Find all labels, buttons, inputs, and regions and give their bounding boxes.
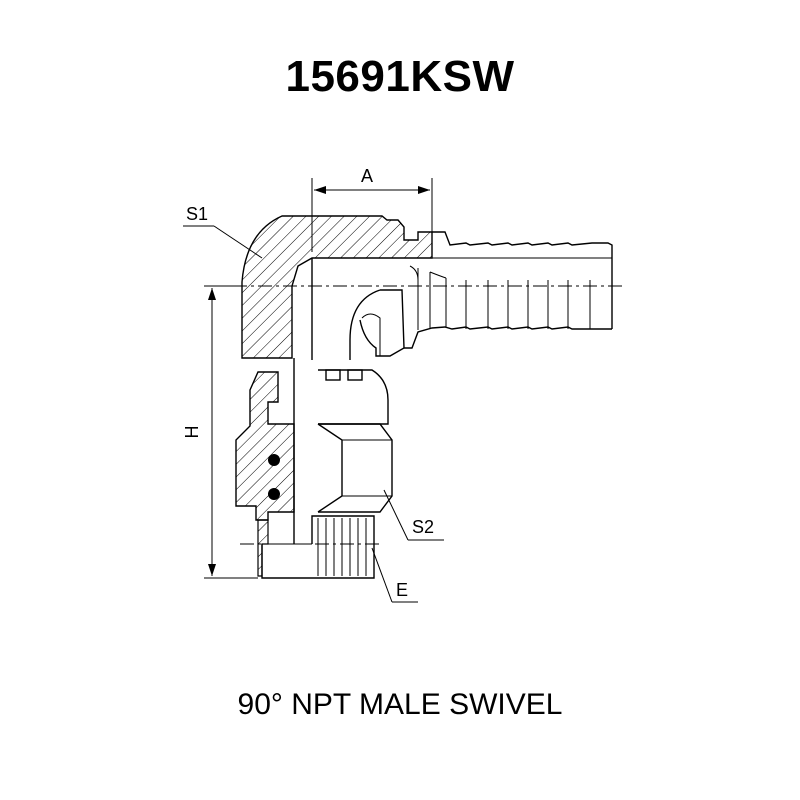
swivel-nut: [317, 369, 393, 513]
dimension-a: A: [311, 166, 433, 252]
fitting-description: 90° NPT MALE SWIVEL: [237, 688, 563, 721]
leader-s2: S2: [383, 489, 444, 541]
s1-label: S1: [186, 204, 208, 224]
s2-label: S2: [412, 517, 434, 537]
centerlines: [208, 285, 622, 545]
elbow-body-section: [241, 215, 433, 359]
hose-barb-stem: [311, 231, 613, 360]
dimension-h-label: H: [182, 426, 202, 439]
e-label: E: [396, 580, 408, 600]
npt-thread: [261, 515, 375, 579]
dimension-a-label: A: [361, 166, 373, 186]
part-number-title: 15691KSW: [285, 52, 515, 101]
dimension-h: H: [182, 285, 258, 579]
leader-e: E: [371, 547, 418, 603]
swivel-section: [235, 358, 295, 577]
leader-s1: S1: [183, 204, 263, 259]
